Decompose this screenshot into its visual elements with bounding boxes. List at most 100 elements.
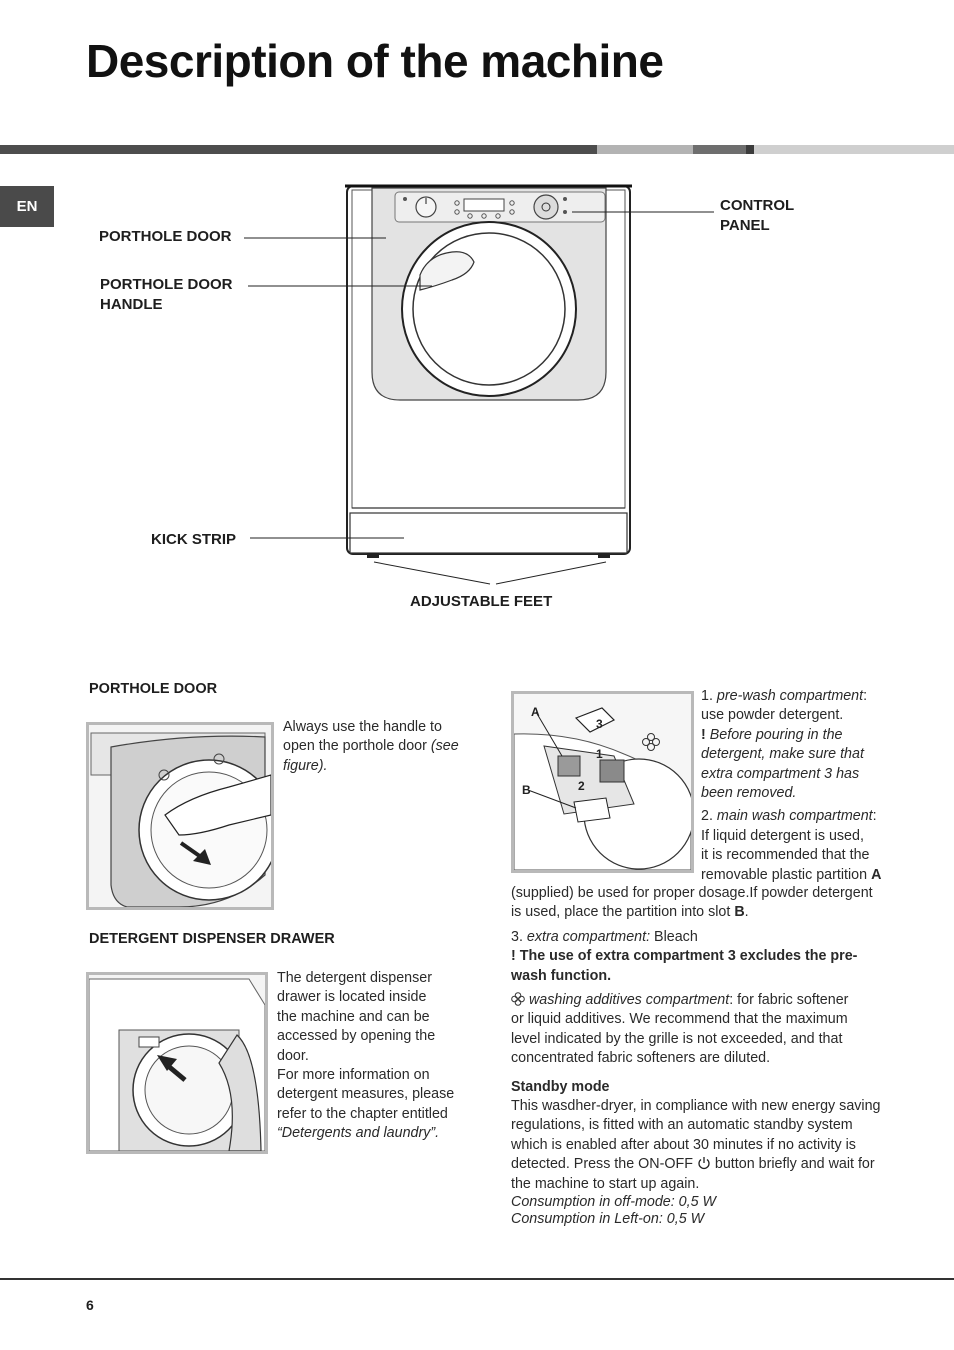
label-porthole-door-handle-line1: PORTHOLE DOOR <box>100 276 233 293</box>
compartment-2-number: 2. <box>701 808 717 825</box>
label-control-panel: CONTROL PANEL <box>720 196 794 235</box>
porthole-text-line2-a: open the porthole door <box>283 738 431 755</box>
additives-line3: level indicated by the grille is not exc… <box>511 1030 843 1047</box>
header-bar-dark2 <box>693 145 746 154</box>
additives-name: washing additives compartment <box>525 992 730 1009</box>
compartment-1-number: 1. <box>701 688 717 704</box>
additives-text-1: : for fabric softener <box>729 992 849 1009</box>
dispenser-label-b: B <box>522 783 531 797</box>
porthole-text-line2: open the porthole door (see <box>283 737 483 756</box>
compartment-2-line2: If liquid detergent is used, <box>701 827 864 844</box>
flower-symbol-icon <box>642 733 660 751</box>
label-porthole-door: PORTHOLE DOOR <box>99 228 232 245</box>
power-icon <box>698 1157 710 1170</box>
compartment-1-warning-line2: detergent, make sure that <box>701 746 864 763</box>
slot-b-letter: B <box>734 904 745 921</box>
additives-line2: or liquid additives. We recommend that t… <box>511 1011 848 1028</box>
kick-strip <box>349 512 628 554</box>
dispenser-label-a: A <box>531 705 540 719</box>
compartment-1-warning-line3: extra compartment 3 has <box>701 765 860 782</box>
standby-line3: which is enabled after about 30 minutes … <box>511 1136 856 1153</box>
compartment-3-warning-line1: ! The use of extra compartment 3 exclude… <box>511 947 901 966</box>
compartment-1-line2: use powder detergent. <box>701 707 844 724</box>
partition-a-letter: A <box>871 866 882 883</box>
additives-line4: concentrated fabric softeners are dilute… <box>511 1050 771 1067</box>
label-kick-strip: KICK STRIP <box>151 531 237 548</box>
compartment-1-warning-line1: ! Before pouring in the <box>701 726 901 745</box>
standby-heading: Standby mode <box>511 1078 610 1095</box>
dispenser-label-1: 1 <box>596 747 603 761</box>
drawer-text-line: door. <box>277 1047 309 1064</box>
porthole-door-figure <box>86 722 280 910</box>
compartment-1-colon: : <box>863 688 868 704</box>
footer-rule <box>0 1278 954 1280</box>
compartments-lower-text: (supplied) be used for proper dosage.If … <box>511 884 901 1228</box>
porthole-door-illustration <box>89 725 280 908</box>
standby-line4-b: button briefly and wait for <box>710 1156 875 1173</box>
compartment-2-line6: is used, place the partition into slot B… <box>511 903 901 922</box>
drawer-text-italic-line: “Detergents and laundry”. <box>277 1125 440 1142</box>
compartment-2-line3: it is recommended that the <box>701 847 870 864</box>
drawer-text: The detergent dispenser drawer is locate… <box>277 969 477 1144</box>
label-control-panel-line2: PANEL <box>720 216 770 234</box>
standby-line4-a: detected. Press the ON-OFF <box>511 1156 697 1173</box>
dispenser-figure: A B 3 1 2 <box>511 691 695 873</box>
machine-diagram <box>244 184 714 585</box>
label-adjustable-feet: ADJUSTABLE FEET <box>410 593 553 610</box>
drawer-illustration <box>88 975 266 1152</box>
header-bar-accent <box>746 145 754 154</box>
adjustable-foot-left <box>367 553 379 558</box>
drawer-text-line: For more information on <box>277 1067 430 1084</box>
start-button-icon <box>533 194 559 220</box>
compartment-3-warning-line2: wash function. <box>511 967 612 984</box>
label-control-panel-line1: CONTROL <box>720 197 795 214</box>
label-porthole-door-handle: PORTHOLE DOOR HANDLE <box>100 275 233 314</box>
compartment-3-warning-mark: ! <box>511 948 516 965</box>
compartment-1-warning-text: Before pouring in the <box>705 726 843 743</box>
porthole-door-text: Always use the handle to open the portho… <box>283 718 483 776</box>
porthole-text-line2-b: (see <box>430 738 459 755</box>
page-title: Description of the machine <box>86 35 664 87</box>
drawer-text-line: drawer is located inside <box>277 989 427 1006</box>
header-bar-dark <box>0 145 597 154</box>
compartment-3-value: Bleach <box>650 928 698 945</box>
compartment-2-line4: removable plastic partition A <box>701 866 901 885</box>
compartment-2-line4-text: removable plastic partition <box>701 866 872 883</box>
header-bar-mid <box>597 145 693 154</box>
compartment-3-number: 3. <box>511 928 527 945</box>
consumption-left-on: Consumption in Left-on: 0,5 W <box>511 1211 705 1228</box>
label-porthole-door-handle-line2: HANDLE <box>100 295 163 313</box>
compartment-2-line1: 2. main wash compartment: <box>701 807 901 826</box>
drawer-heading: DETERGENT DISPENSER DRAWER <box>89 931 335 947</box>
compartment-2-line6-text: is used, place the partition into slot <box>511 904 735 921</box>
compartment-3-line1: 3. extra compartment: Bleach <box>511 928 901 947</box>
compartments-upper-text: 1. pre-wash compartment: use powder dete… <box>701 687 901 885</box>
dispenser-illustration: A B 3 1 2 <box>513 694 695 871</box>
porthole-text-line3: figure). <box>283 757 328 774</box>
compartment-2-line6-end: . <box>744 904 749 921</box>
consumption-off-mode: Consumption in off-mode: 0,5 W <box>511 1194 717 1211</box>
flower-icon <box>511 992 525 1006</box>
porthole-door-heading: PORTHOLE DOOR <box>89 681 218 697</box>
compartment-2-name: main wash compartment <box>716 808 873 825</box>
program-knob-icon <box>415 196 437 218</box>
drawer-text-line: accessed by opening the <box>277 1028 436 1045</box>
display-icon <box>463 198 505 212</box>
drawer-text-line: the machine and can be <box>277 1008 430 1025</box>
compartment-3-name: extra compartment: <box>526 928 651 945</box>
porthole-handle <box>419 251 475 291</box>
warning-mark: ! <box>701 726 706 743</box>
standby-line2: regulations, is fitted with an automatic… <box>511 1117 853 1134</box>
dispenser-label-2: 2 <box>578 779 585 793</box>
compartment-2-line5: (supplied) be used for proper dosage.If … <box>511 885 873 901</box>
language-tab-label: EN <box>16 198 38 215</box>
compartment-2-colon: : <box>872 808 877 825</box>
compartment-1-warning-line4: been removed. <box>701 785 797 802</box>
language-tab: EN <box>0 186 54 227</box>
compartment-3-warning-text: The use of extra compartment 3 excludes … <box>515 948 858 965</box>
porthole-text-line1: Always use the handle to <box>283 719 442 735</box>
header-bar-light <box>754 145 954 154</box>
drawer-text-line: refer to the chapter entitled <box>277 1105 448 1122</box>
compartment-1-name: pre-wash compartment <box>716 688 864 704</box>
compartment-1-line1: 1. pre-wash compartment: <box>701 687 901 706</box>
